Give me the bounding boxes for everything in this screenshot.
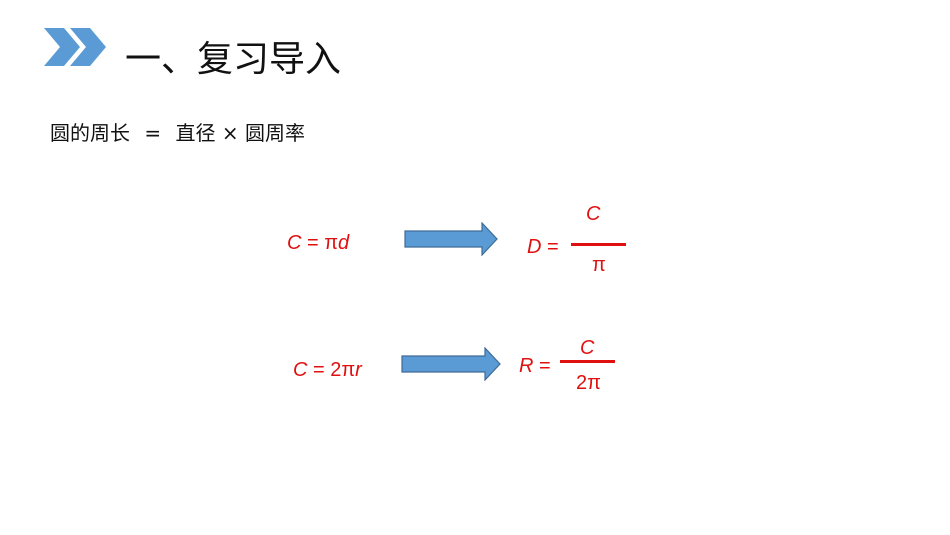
right-arrow-icon (404, 222, 498, 256)
var-R: R (519, 355, 534, 377)
formula-pi: 圆周率 (244, 121, 305, 145)
var-D: D (527, 236, 542, 258)
formula-c-equals-pi-d: C = πd (287, 232, 349, 255)
double-chevron-icon (44, 28, 106, 66)
formula-r-lhs: R = (519, 355, 551, 378)
formula-equals: = (144, 121, 162, 145)
fraction-bar (571, 243, 626, 246)
fraction-numerator: C (586, 203, 601, 225)
right-arrow-icon (401, 347, 501, 381)
formula-circumference: 圆的周长 (50, 121, 130, 145)
formula-c-equals-2pi-r: C = 2πr (293, 359, 362, 382)
eq-2pi: = 2π (307, 359, 356, 381)
fraction-numerator: C (580, 337, 595, 359)
formula-diameter: 直径 (175, 121, 216, 145)
eq: = (541, 236, 559, 258)
var-d: d (338, 232, 350, 254)
var-r: r (355, 359, 362, 381)
slide-title: 一、复习导入 (125, 39, 342, 80)
var-c: C (293, 359, 308, 381)
formula-d-lhs: D = (527, 236, 559, 259)
fraction-bar (560, 360, 615, 363)
fraction-denominator: 2π (576, 372, 601, 394)
var-c: C (287, 232, 302, 254)
formula-times: × (221, 121, 239, 145)
circumference-word-formula: 圆的周长 = 直径 × 圆周率 (50, 117, 305, 146)
fraction-denominator: π (592, 254, 606, 276)
eq-pi: = π (301, 232, 339, 254)
eq: = (533, 355, 551, 377)
